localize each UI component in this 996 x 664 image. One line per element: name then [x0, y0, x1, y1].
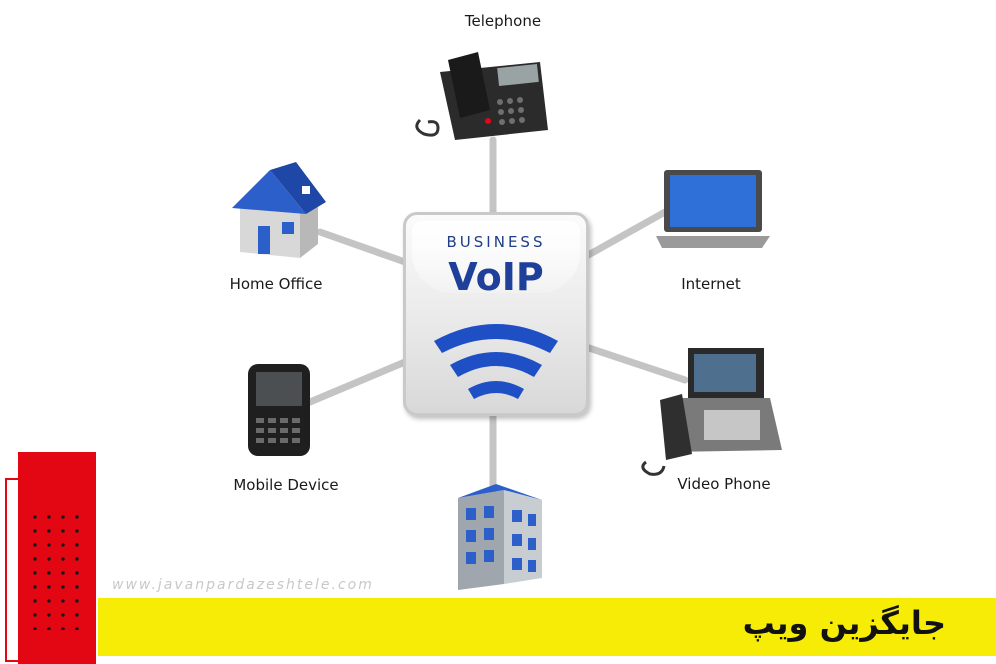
hub-gloss	[412, 221, 580, 293]
mobile-device-icon	[248, 364, 310, 456]
line-mobile-device	[306, 358, 409, 406]
watermark: www.javanpardazeshtele.com	[112, 577, 374, 593]
banner-title: جایگزین ویپ	[742, 604, 946, 642]
home-office-icon	[232, 162, 326, 258]
line-internet	[579, 208, 669, 262]
label-home-office: Home Office	[229, 275, 323, 293]
hub-title: BUSINESS	[446, 233, 546, 251]
telephone-icon	[415, 52, 548, 140]
title-banner: جایگزین ویپ	[98, 598, 996, 656]
label-video-phone: Video Phone	[677, 475, 771, 493]
voip-signal-icon	[434, 324, 558, 399]
office-building-icon	[458, 484, 542, 590]
laptop-icon	[656, 170, 770, 248]
label-mobile-device: Mobile Device	[233, 476, 339, 494]
hub-product-name: VoIP	[448, 255, 544, 299]
line-home-office	[316, 228, 409, 266]
label-internet: Internet	[681, 275, 741, 293]
business-voip-hub: BUSINESS VoIP	[403, 212, 589, 416]
label-telephone: Telephone	[464, 12, 542, 30]
connector-lines	[306, 136, 689, 496]
dot-pattern	[28, 510, 86, 630]
red-decor-outline	[5, 478, 87, 662]
line-video-phone	[579, 342, 689, 384]
video-phone-icon	[641, 348, 782, 476]
